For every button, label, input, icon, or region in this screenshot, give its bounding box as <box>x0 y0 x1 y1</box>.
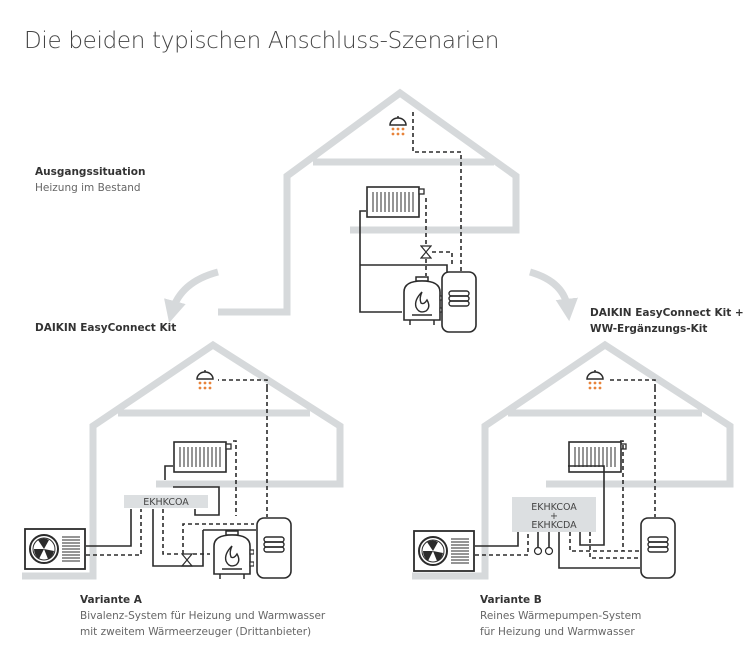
path-b-label-line1: DAIKIN EasyConnect Kit + <box>590 307 744 319</box>
variant-a-line2: mit zweitem Wärmeerzeuger (Drittanbieter… <box>80 626 312 638</box>
mixing-valve-icon <box>181 553 193 567</box>
controller-box-b <box>512 497 596 532</box>
controller-plus: + <box>550 511 558 522</box>
initial-heading: Ausgangssituation <box>35 166 146 178</box>
shower-icon <box>389 116 407 137</box>
variant-b-heading: Variante B <box>480 594 542 606</box>
variant-b-line2: für Heizung und Warmwasser <box>480 626 635 638</box>
path-a-label: DAIKIN EasyConnect Kit <box>35 322 177 334</box>
variant-a-line1: Bivalenz-System für Heizung und Warmwass… <box>80 610 326 622</box>
mixing-valve-icon <box>420 245 432 259</box>
radiator-icon <box>366 186 425 218</box>
controller-label-1: EKHKCOA <box>531 502 577 513</box>
house-initial-outline <box>218 88 520 316</box>
hot-water-tank-icon <box>256 517 292 579</box>
boiler-icon <box>403 276 444 326</box>
controller-label-2: EKHKCDA <box>531 520 577 531</box>
path-b-label: DAIKIN EasyConnect Kit + WW-Ergänzungs-K… <box>590 305 744 337</box>
initial-subheading: Heizung im Bestand <box>35 182 141 194</box>
house-b-outline <box>412 340 734 580</box>
radiator-icon <box>173 441 232 473</box>
house-a-outline <box>22 340 344 580</box>
boiler-icon <box>213 530 254 580</box>
path-b-label-line2: WW-Ergänzungs-Kit <box>590 323 708 335</box>
shower-icon <box>586 370 604 391</box>
radiator-icon <box>568 441 627 473</box>
variant-a-caption: Variante A Bivalenz-System für Heizung u… <box>80 592 325 640</box>
hot-water-tank-icon <box>441 271 477 333</box>
outdoor-unit-icon <box>24 528 86 570</box>
arrow-to-variant-b <box>528 268 578 322</box>
house-variant-a: EKHKCOA <box>22 340 344 580</box>
variant-a-heading: Variante A <box>80 594 142 606</box>
variant-b-caption: Variante B Reines Wärmepumpen-System für… <box>480 592 641 640</box>
outdoor-unit-icon <box>413 530 475 572</box>
initial-label: Ausgangssituation Heizung im Bestand <box>35 164 145 196</box>
arrow-to-variant-a <box>164 268 219 323</box>
house-variant-b: EKHKCOA + EKHKCDA <box>412 340 734 580</box>
page-title: Die beiden typischen Anschluss-Szenarien <box>24 28 500 54</box>
shutoff-valves-icon <box>533 546 554 556</box>
controller-label: EKHKCOA <box>143 497 189 508</box>
shower-icon <box>196 370 214 391</box>
variant-b-line1: Reines Wärmepumpen-System <box>480 610 642 622</box>
controller-box-a <box>124 495 208 508</box>
house-initial <box>218 88 520 333</box>
hot-water-tank-icon <box>640 517 676 579</box>
